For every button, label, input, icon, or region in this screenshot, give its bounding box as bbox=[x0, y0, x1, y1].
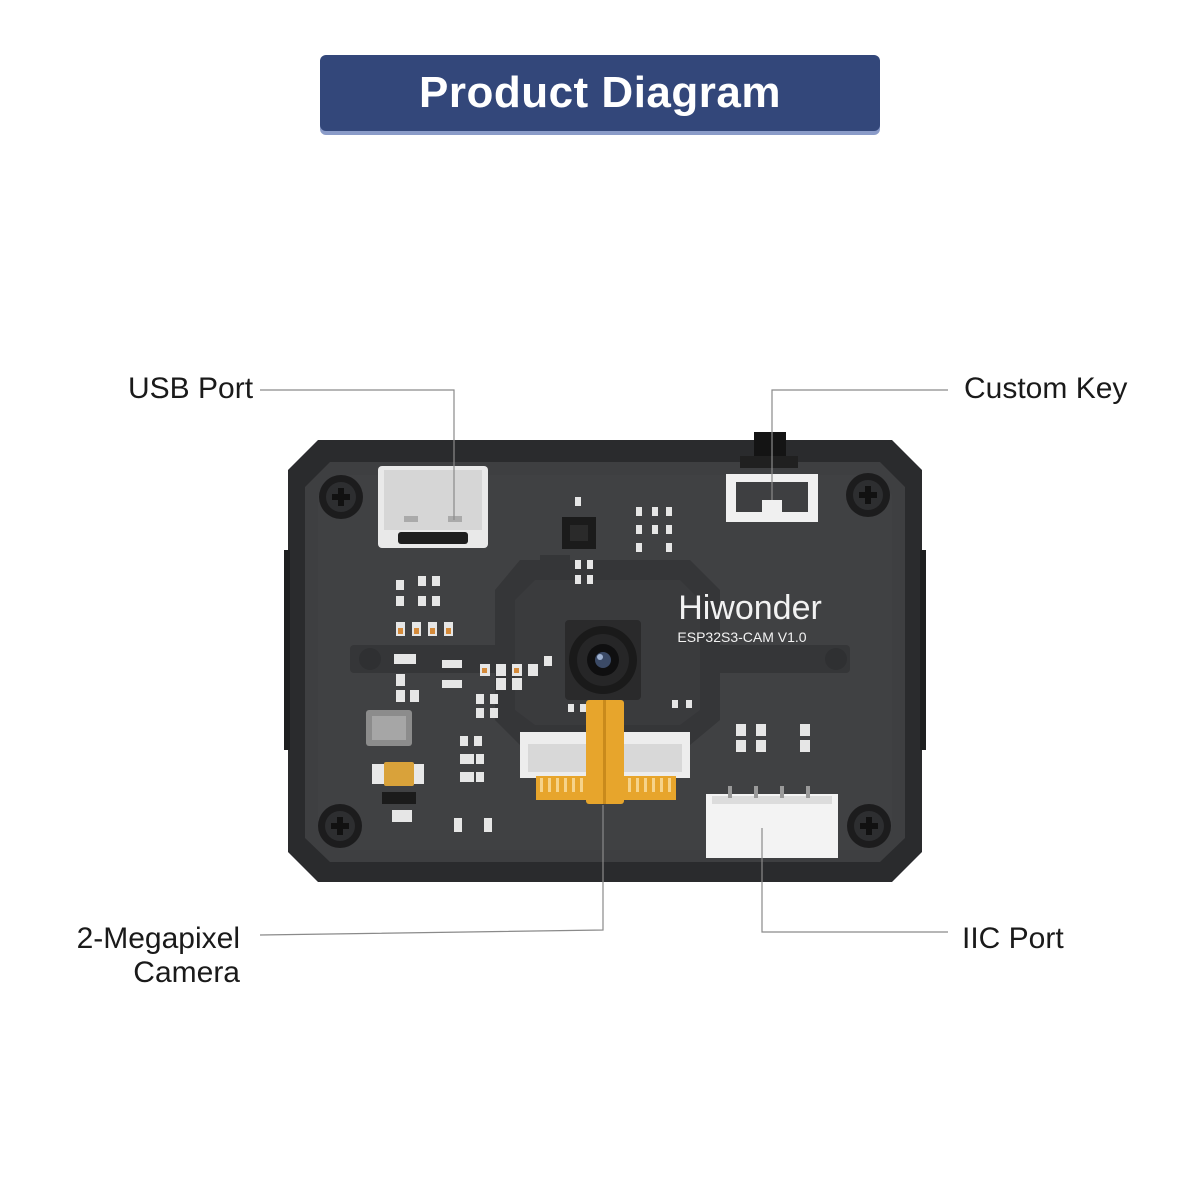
label-camera-line2: Camera bbox=[133, 956, 240, 989]
camera-flex-cable bbox=[586, 700, 624, 804]
label-iic-port: IIC Port bbox=[962, 922, 1064, 955]
mounting-hole bbox=[359, 648, 381, 670]
leader-lines bbox=[259, 389, 948, 936]
mounting-hole bbox=[825, 648, 847, 670]
leader-iic bbox=[761, 828, 948, 933]
page-title: Product Diagram bbox=[418, 68, 781, 117]
screw-icon bbox=[318, 804, 362, 848]
screw-icon bbox=[319, 475, 363, 519]
frame-grips bbox=[284, 550, 926, 750]
label-custom-key: Custom Key bbox=[964, 372, 1128, 405]
screw-icon bbox=[846, 473, 890, 517]
camera-lens-icon bbox=[565, 620, 641, 700]
iic-connector bbox=[706, 786, 838, 858]
inductor bbox=[366, 710, 412, 746]
leader-camera bbox=[259, 805, 604, 936]
board-model: ESP32S3-CAM V1.0 bbox=[677, 629, 806, 645]
label-usb-port: USB Port bbox=[128, 372, 254, 405]
title-banner: Product Diagram bbox=[320, 55, 880, 131]
label-camera-line1: 2-Megapixel bbox=[76, 922, 240, 955]
board-brand: Hiwonder bbox=[678, 589, 822, 627]
ic-chip bbox=[562, 517, 596, 549]
orange-smd-details bbox=[398, 628, 519, 673]
leader-key bbox=[771, 389, 948, 500]
screw-icon bbox=[847, 804, 891, 848]
tantalum-capacitor bbox=[372, 762, 424, 786]
label-camera: 2-Megapixel Camera bbox=[40, 922, 240, 990]
leader-usb bbox=[260, 389, 455, 520]
transistor bbox=[382, 792, 416, 804]
usb-c-port bbox=[378, 466, 488, 548]
